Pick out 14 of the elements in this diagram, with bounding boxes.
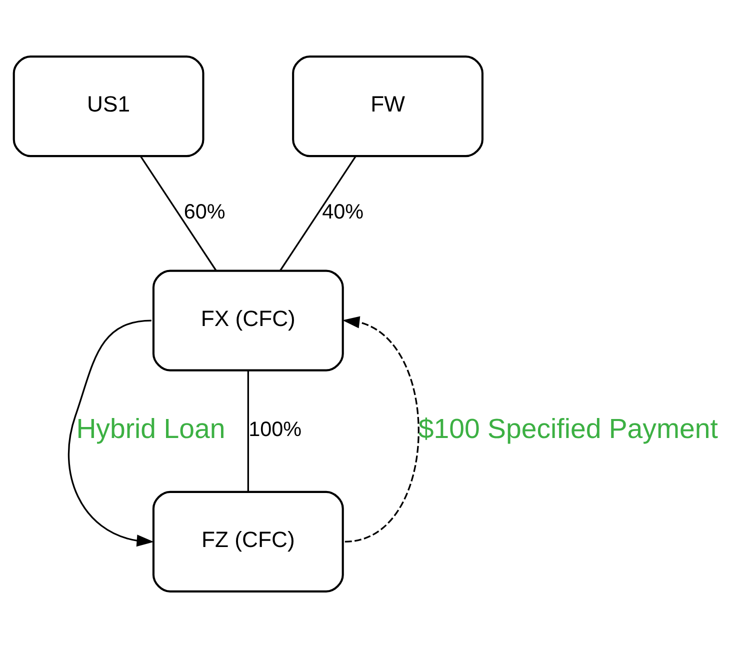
arrow (342, 316, 420, 543)
connector (140, 156, 217, 271)
edge-label: 100% (248, 418, 302, 441)
connector (247, 370, 249, 492)
arrow (68, 320, 154, 547)
node-box: FX (CFC) (152, 270, 344, 372)
edge-label: Hybrid Loan (76, 413, 226, 444)
edge-label: 60% (184, 200, 226, 224)
edge-label: $100 Specified Payment (418, 413, 718, 444)
node-box: US1 (12, 56, 204, 158)
connector (280, 156, 356, 271)
node-box: FZ (CFC) (152, 490, 344, 592)
node-box: FW (292, 56, 484, 158)
edge-label: 40% (322, 200, 364, 224)
